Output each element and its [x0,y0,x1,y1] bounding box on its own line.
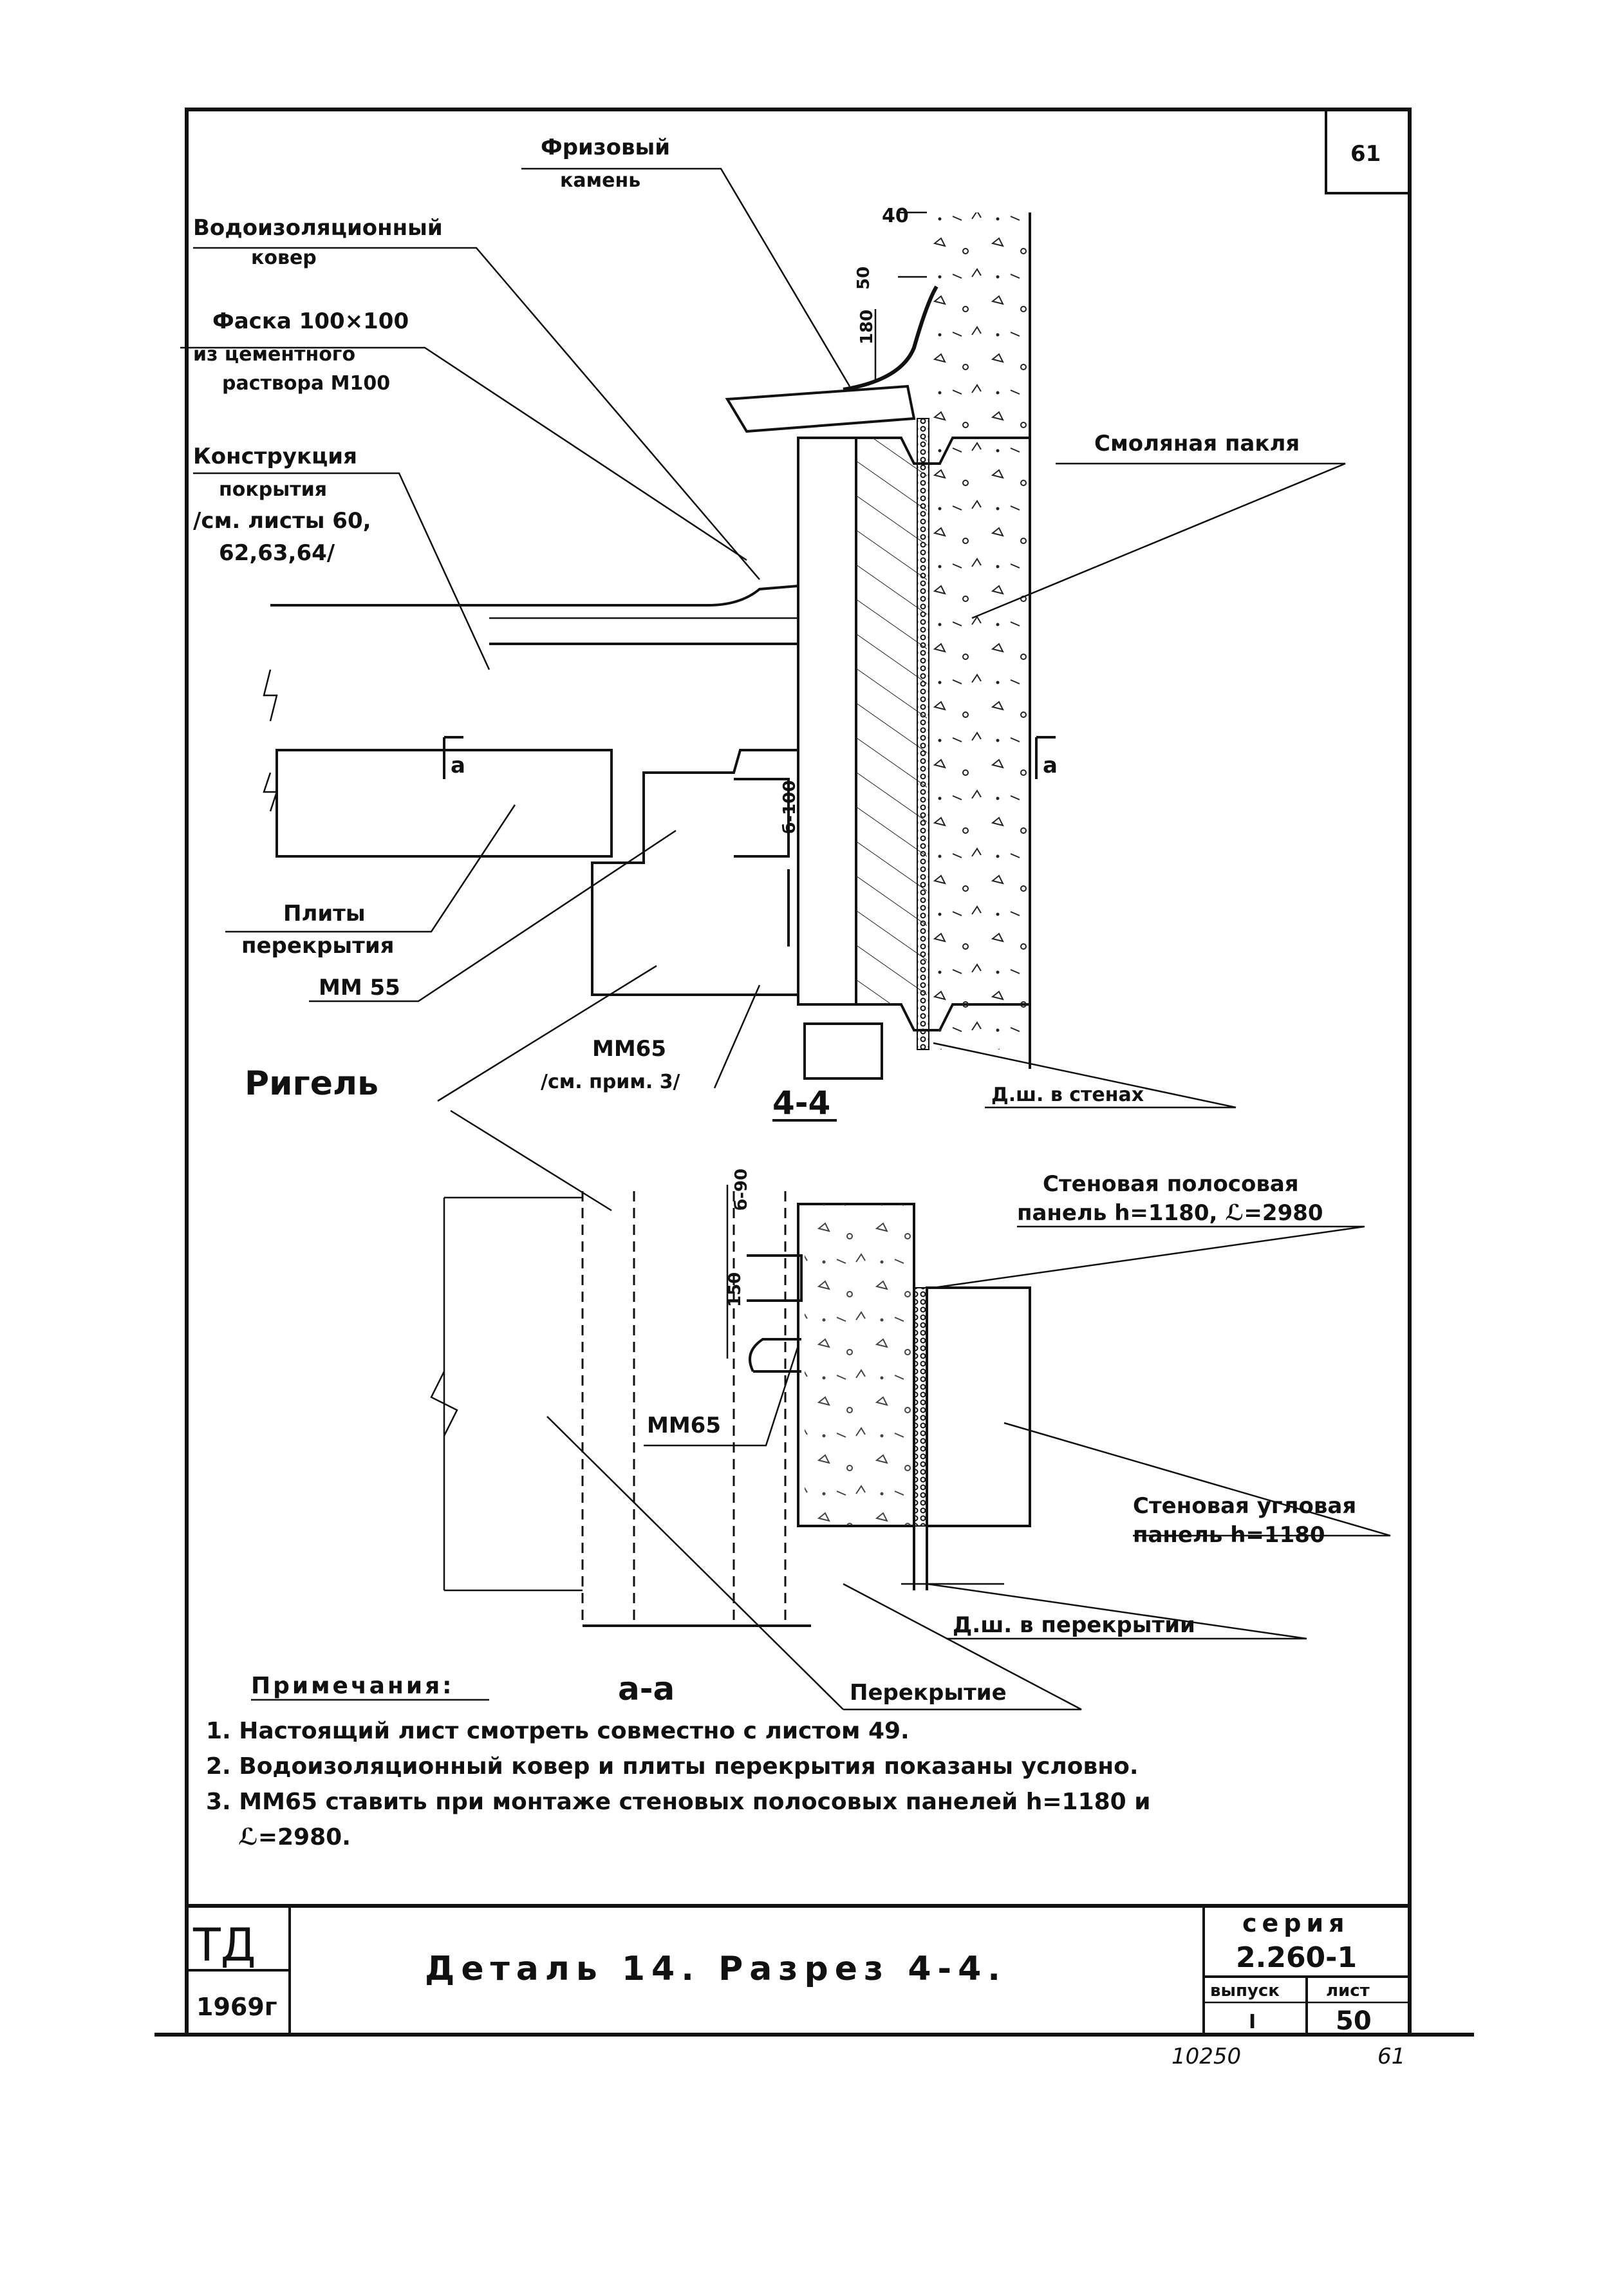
tb-sheet-label: лист [1326,1981,1370,2000]
labels: Фризовый камень Водоизоляционный ковер Ф… [193,135,1356,1708]
label-mark-a-right: а [1043,753,1058,778]
label-waterproof-2: ковер [251,247,317,269]
label-d100: б-100 [780,780,799,834]
section-a-a-geometry [430,1185,1031,1627]
label-chamfer-3: раствора М100 [222,372,390,395]
label-waterproof-1: Водоизоляционный [193,215,443,241]
label-mark-a-left: а [451,753,465,778]
label-mm65-top: ММ65 [592,1036,666,1062]
corner-number-box: 61 [1325,108,1411,194]
label-floor: Перекрытие [850,1680,1007,1706]
label-mm65-bottom: ММ65 [647,1413,721,1438]
label-roof-4: 62,63,64/ [219,540,335,566]
label-d180: 180 [857,310,877,344]
label-strip-panel-1: Стеновая полосовая [1043,1171,1299,1197]
note-2: 2. Водоизоляционный ковер и плиты перекр… [206,1753,1139,1780]
tb-org: ТД [192,1919,256,1972]
tb-year: 1969г [196,1993,277,2021]
resin-tow-strip [917,418,929,1050]
tb-series-label: серия [1242,1909,1350,1937]
label-section-aa: а-а [618,1670,675,1708]
label-d40: 40 [882,205,909,227]
label-mm55: ММ 55 [319,975,400,1001]
label-joint-walls: Д.ш. в стенах [991,1084,1144,1106]
notes-heading: Примечания: [251,1673,454,1699]
label-resin-tow: Смоляная пакля [1094,431,1300,457]
label-corner-panel-1: Стеновая угловая [1133,1493,1356,1519]
label-corner-panel-2: панель h=1180 [1133,1522,1325,1548]
label-slabs-2: перекрытия [241,933,394,959]
label-strip-panel-2: панель h=1180, ℒ=2980 [1017,1200,1323,1226]
note-4: ℒ=2980. [238,1824,351,1850]
label-chamfer-2: из цементного [193,343,355,366]
footer: 10250 61 [1171,2044,1405,2069]
leader-lines-upper [180,167,1346,1109]
title-block: ТД 1969г Деталь 14. Разрез 4-4. серия 2.… [187,1904,1410,2036]
tb-issue-label: выпуск [1210,1981,1280,2000]
label-chamfer-1: Фаска 100×100 [212,308,409,334]
label-section-44: 4-4 [772,1084,830,1122]
label-roof-1: Конструкция [193,444,357,469]
note-3: 3. ММ65 ставить при монтаже стеновых пол… [206,1789,1151,1815]
label-roof-2: покрытия [219,478,327,501]
tb-series-value: 2.260-1 [1236,1941,1357,1974]
tb-sheet-value: 50 [1336,2006,1372,2036]
corner-number: 61 [1350,141,1381,167]
tb-issue-value: I [1249,2011,1256,2033]
label-mm65-note: /см. прим. 3/ [541,1071,680,1093]
label-d50: 50 [854,267,873,290]
footer-page: 61 [1377,2044,1405,2069]
notes: Примечания: 1. Настоящий лист смотреть с… [206,1673,1151,1850]
label-frieze-stone-2: камень [560,169,640,192]
leader-lines-lower [450,1109,1391,1711]
tb-title: Деталь 14. Разрез 4-4. [425,1950,1007,1988]
section-4-4-geometry [263,211,1056,1122]
label-joint-floor: Д.ш. в перекрытии [953,1612,1195,1638]
label-frieze-stone-1: Фризовый [541,135,670,160]
label-slabs-1: Плиты [283,901,366,927]
footer-inv-number: 10250 [1171,2044,1241,2069]
label-rigel: Ригель [245,1064,378,1103]
label-d150: 150 [725,1272,745,1307]
note-1: 1. Настоящий лист смотреть совместно с л… [206,1718,910,1744]
label-roof-3: /см. листы 60, [193,508,371,534]
label-d90: б-90 [732,1169,751,1210]
